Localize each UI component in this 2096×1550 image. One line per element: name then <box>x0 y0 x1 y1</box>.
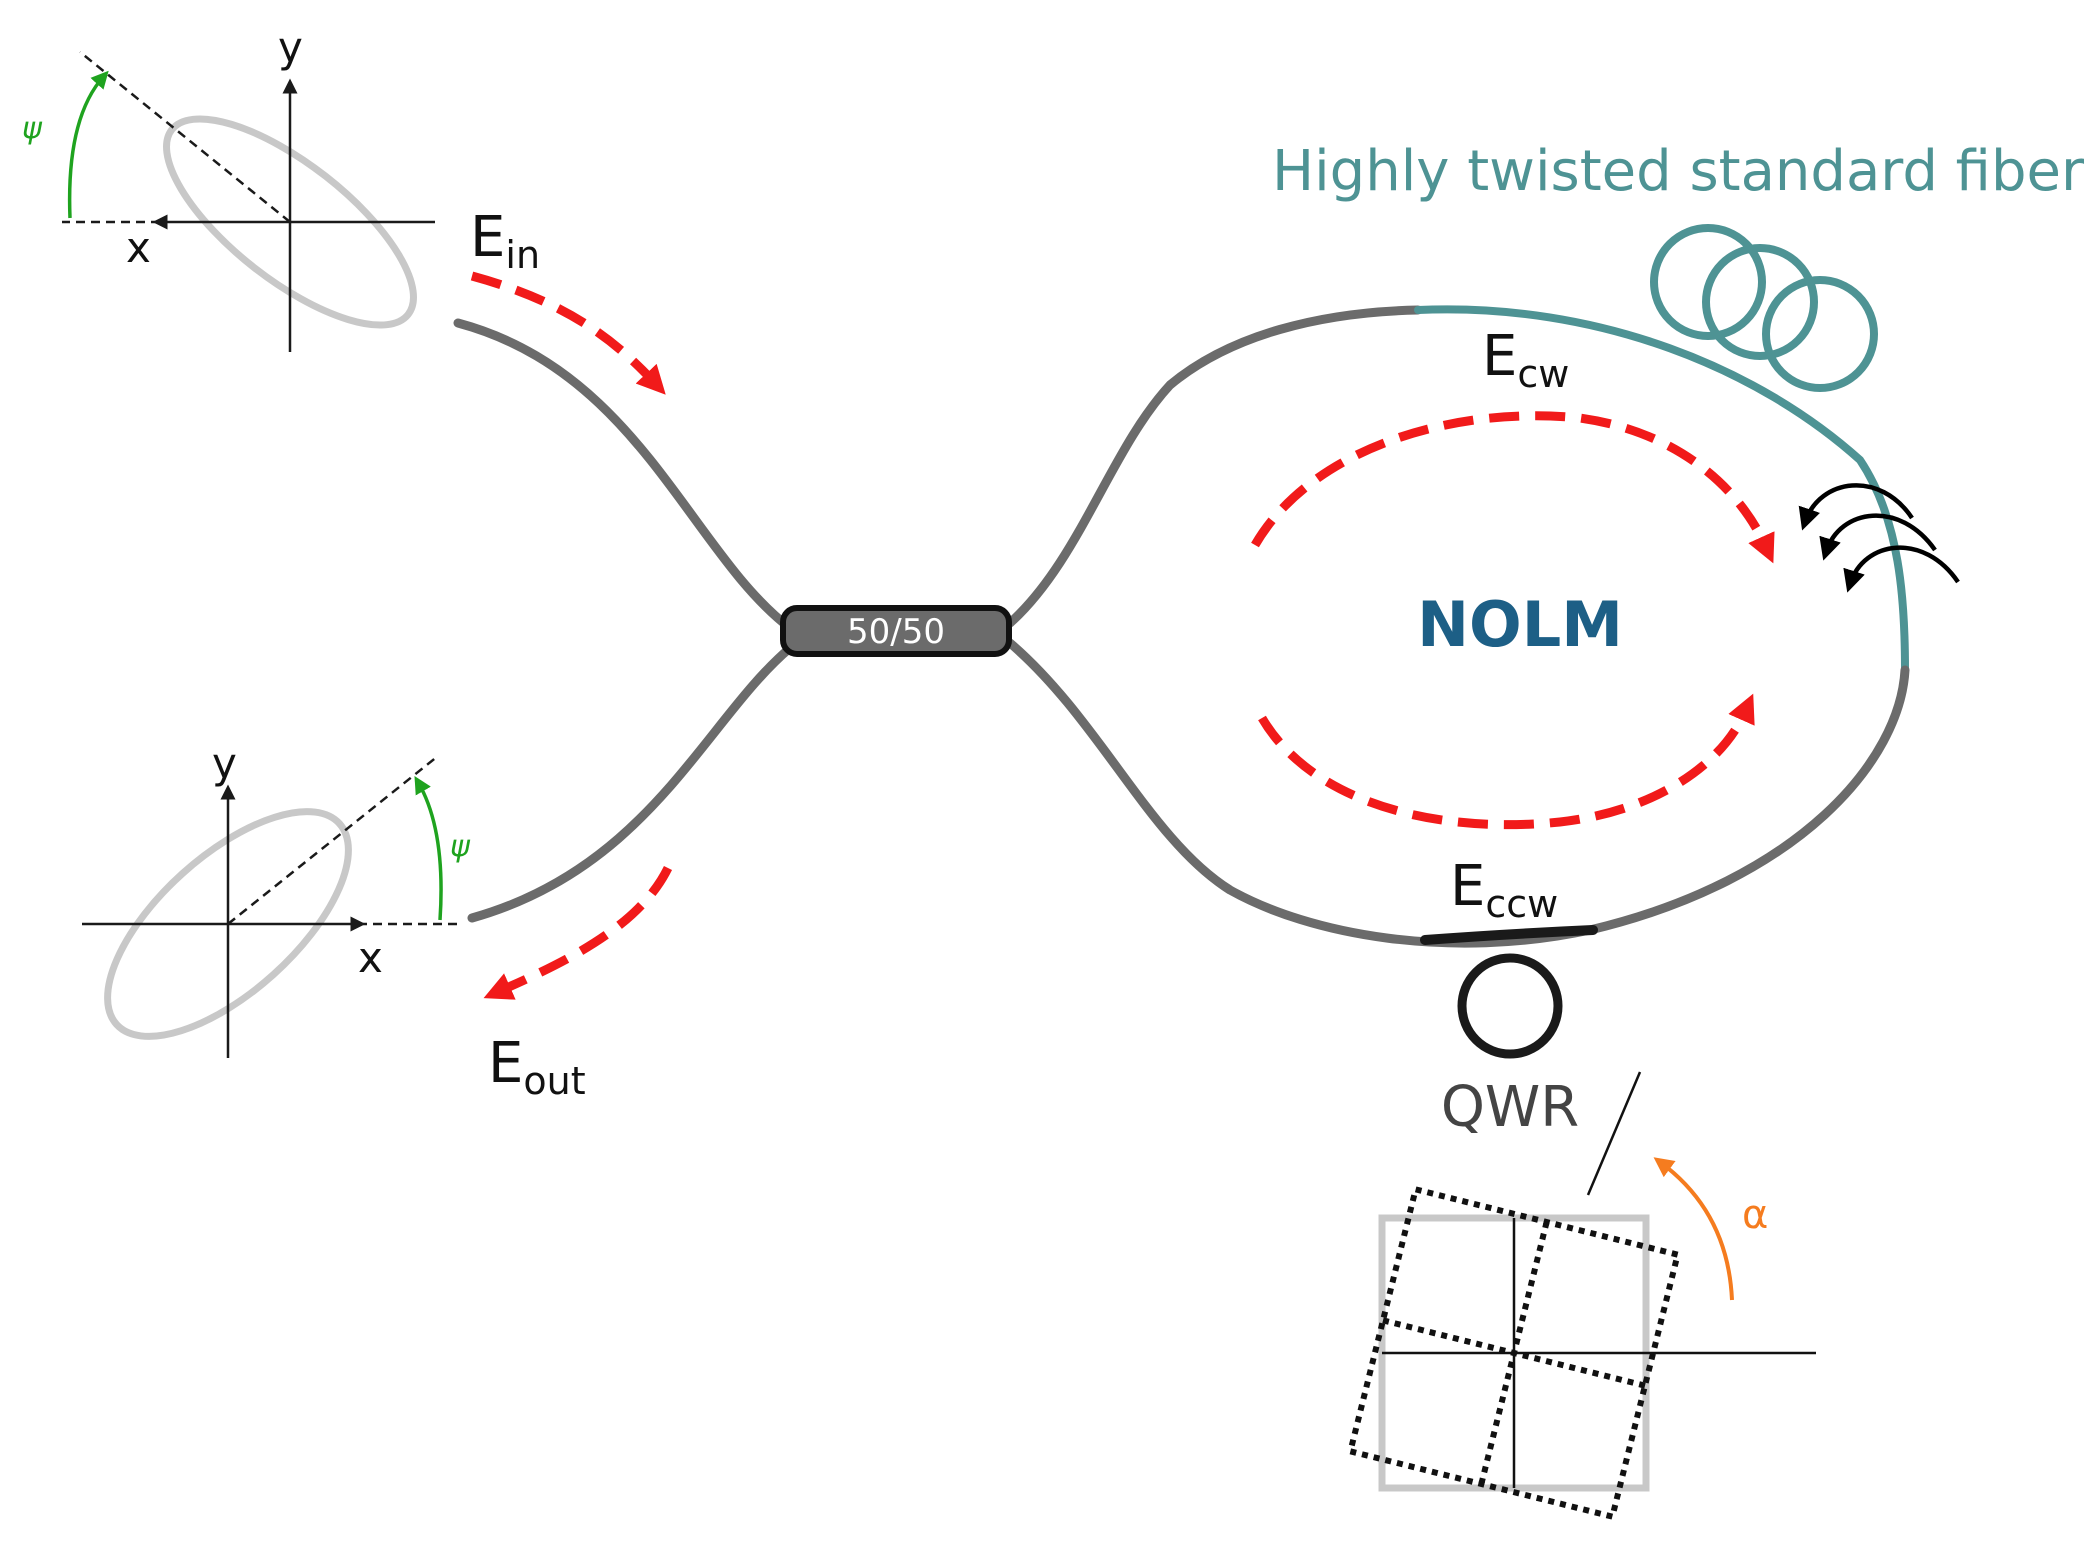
coil-3 <box>1762 276 1878 392</box>
alpha-arc <box>1653 1157 1734 1301</box>
coupler-label: 50/50 <box>847 612 945 652</box>
input-y-label: y <box>278 23 303 72</box>
output-polarization-inset: ψ x y <box>82 739 471 1058</box>
output-field-arrow <box>483 865 673 1000</box>
rotated-horizontal-axis <box>1382 1317 1646 1389</box>
twist-rotation-arrows <box>1798 483 1960 593</box>
twisted-fiber-section <box>1414 305 1909 674</box>
ccw-field-arrow <box>1258 693 1755 830</box>
coupler: 50/50 <box>780 605 1012 657</box>
cw-field-arrow <box>1251 411 1775 564</box>
output-fiber <box>467 643 795 923</box>
loop-fiber-lower <box>1005 638 1910 948</box>
coil-1 <box>1650 224 1766 340</box>
output-polarization-ellipse <box>104 808 352 1040</box>
rotated-qwr-square <box>1346 1185 1682 1521</box>
input-psi-label: ψ <box>22 111 43 146</box>
qwr-orientation-inset: α <box>1346 1071 1816 1521</box>
qwr-fiber-segment <box>1420 925 1598 945</box>
e-out-label: Eout <box>488 1031 586 1103</box>
input-polarization-ellipse <box>163 115 417 329</box>
rotated-axis-extension <box>1586 1071 1642 1196</box>
twist-arrow-2 <box>1819 513 1937 561</box>
e-cw-label: Ecw <box>1482 324 1569 396</box>
input-x-label: x <box>126 223 151 272</box>
twisted-fiber-label: Highly twisted standard fiber <box>1272 139 2085 204</box>
input-major-axis-line <box>79 51 291 223</box>
qwr-loop <box>1457 953 1563 1059</box>
e-ccw-label: Eccw <box>1450 854 1558 926</box>
twist-arrow-3 <box>1843 545 1960 593</box>
output-psi-arc <box>414 775 443 921</box>
output-x-label: x <box>358 933 383 982</box>
input-field-arrow <box>470 271 666 395</box>
coil-2 <box>1702 244 1818 360</box>
twist-arrow-1 <box>1798 483 1914 531</box>
output-y-label: y <box>212 739 237 788</box>
input-fiber <box>453 318 795 633</box>
qwr-label: QWR <box>1441 1075 1579 1140</box>
twisted-fiber-coils <box>1650 224 1878 392</box>
input-psi-arc <box>67 70 109 219</box>
e-in-label: Ein <box>470 205 540 277</box>
coupler-body <box>780 605 1012 657</box>
loop-fiber-upper-left <box>1005 305 1423 628</box>
nolm-label: NOLM <box>1417 588 1623 661</box>
qwr-element <box>1420 925 1598 1059</box>
alpha-label: α <box>1742 1192 1768 1238</box>
input-polarization-inset: ψ x y <box>22 23 435 352</box>
output-psi-label: ψ <box>450 829 471 864</box>
